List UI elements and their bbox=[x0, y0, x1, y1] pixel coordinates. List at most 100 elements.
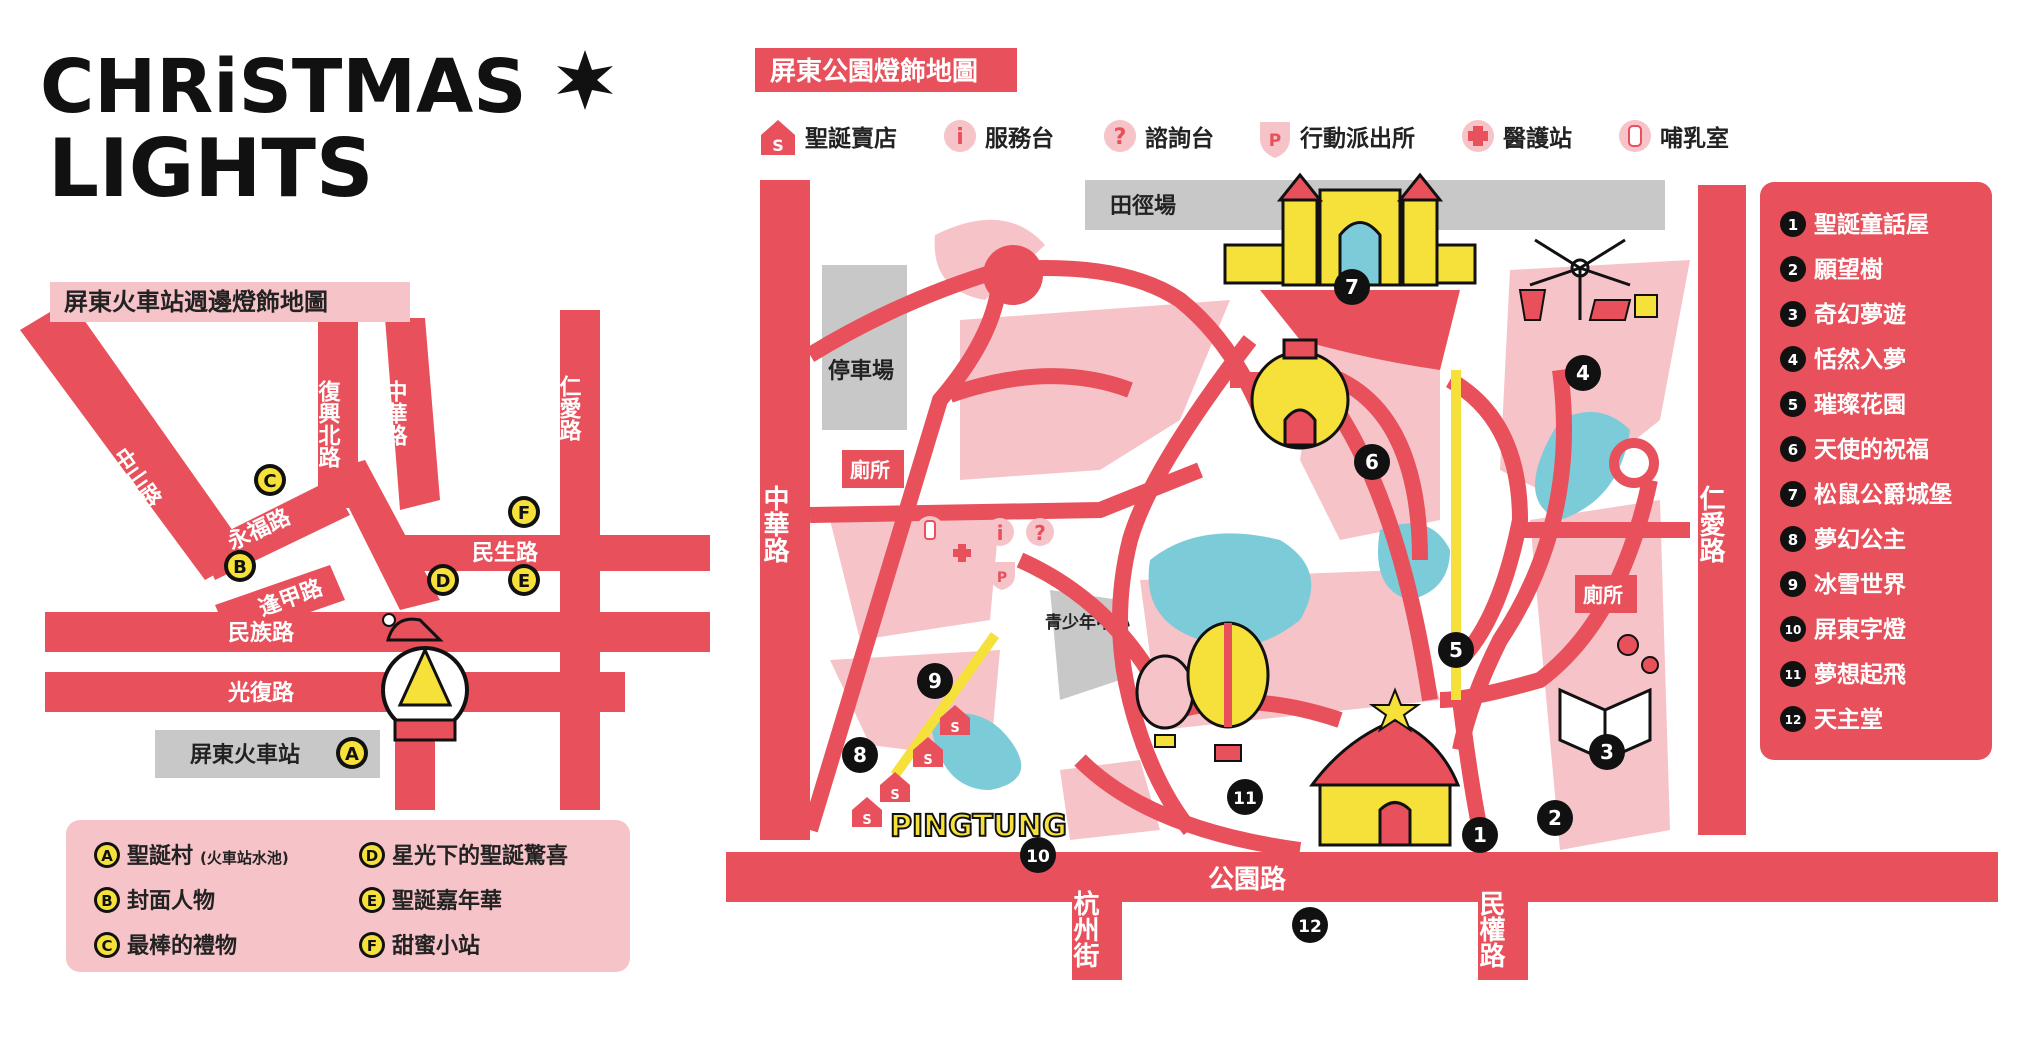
svg-text:4: 4 bbox=[1788, 351, 1798, 369]
spot-marker-9[interactable]: 9 bbox=[917, 663, 953, 699]
svg-text:S: S bbox=[923, 753, 932, 768]
question-icon: ? bbox=[1026, 518, 1054, 546]
station-markers: A B C D E F bbox=[224, 464, 540, 769]
legend-spot-6: 6 天使的祝福 bbox=[1780, 436, 1929, 463]
svg-text:A: A bbox=[101, 847, 113, 865]
marker-c[interactable]: C bbox=[254, 464, 286, 496]
park-road-renai bbox=[1698, 185, 1746, 835]
svg-text:B: B bbox=[233, 557, 247, 578]
svg-text:11: 11 bbox=[1785, 668, 1802, 682]
svg-text:D: D bbox=[436, 571, 451, 592]
svg-text:?: ? bbox=[1034, 521, 1046, 545]
svg-text:屏東字燈: 屏東字燈 bbox=[1814, 616, 1906, 643]
svg-text:7: 7 bbox=[1788, 486, 1798, 504]
svg-text:10: 10 bbox=[1785, 623, 1802, 637]
svg-text:12: 12 bbox=[1298, 917, 1322, 937]
police-icon: P bbox=[990, 562, 1015, 590]
svg-text:4: 4 bbox=[1576, 361, 1590, 385]
balloons-icon bbox=[1135, 621, 1270, 762]
road-label-minsheng: 民生路 bbox=[472, 540, 539, 566]
spot-marker-6[interactable]: 6 bbox=[1354, 444, 1390, 480]
spot-marker-4[interactable]: 4 bbox=[1565, 355, 1601, 391]
station-map-title: 屏東火車站週邊燈飾地圖 bbox=[64, 288, 328, 316]
spot-marker-7[interactable]: 7 bbox=[1334, 269, 1370, 305]
road-minsheng bbox=[380, 535, 710, 571]
svg-text:8: 8 bbox=[1788, 531, 1798, 549]
road-label-minzu: 民族路 bbox=[228, 620, 295, 646]
svg-text:11: 11 bbox=[1233, 789, 1257, 809]
svg-text:松鼠公爵城堡: 松鼠公爵城堡 bbox=[1814, 481, 1952, 508]
svg-text:璀璨花園: 璀璨花園 bbox=[1814, 392, 1906, 418]
svg-text:6: 6 bbox=[1365, 450, 1379, 474]
svg-text:1: 1 bbox=[1788, 216, 1798, 234]
marker-e[interactable]: E bbox=[508, 564, 540, 596]
spot-marker-8[interactable]: 8 bbox=[842, 737, 878, 773]
svg-text:聖誕村: 聖誕村 bbox=[127, 843, 193, 869]
legend-spot-7: 7 松鼠公爵城堡 bbox=[1780, 481, 1952, 508]
spot-marker-12[interactable]: 12 bbox=[1292, 907, 1328, 943]
medical-icon bbox=[1462, 120, 1494, 152]
station-map-title-bg bbox=[50, 282, 410, 322]
marker-d[interactable]: D bbox=[427, 564, 459, 596]
shop-icon: S bbox=[852, 797, 882, 828]
legend-item-c: C 最棒的禮物 bbox=[94, 932, 237, 959]
info-icon: i bbox=[944, 120, 976, 152]
svg-text:D: D bbox=[366, 847, 378, 865]
stadium-label: 田徑場 bbox=[1110, 193, 1176, 219]
legend-item-f: F 甜蜜小站 bbox=[359, 932, 480, 959]
svg-text:夢想起飛: 夢想起飛 bbox=[1814, 662, 1906, 688]
park-map-title: 屏東公園燈飾地圖 bbox=[770, 56, 978, 87]
svg-text:8: 8 bbox=[853, 743, 867, 767]
park-road-gongyuan bbox=[726, 852, 1998, 902]
svg-text:P: P bbox=[1269, 131, 1281, 151]
icon-legend-nursing: 哺乳室 bbox=[1660, 125, 1729, 152]
svg-text:i: i bbox=[997, 521, 1004, 545]
marker-f[interactable]: F bbox=[508, 496, 540, 528]
svg-text:12: 12 bbox=[1785, 713, 1802, 727]
svg-text:S: S bbox=[862, 813, 871, 828]
svg-text:9: 9 bbox=[1788, 576, 1798, 594]
spot-marker-2[interactable]: 2 bbox=[1537, 800, 1573, 836]
question-icon: ? bbox=[1104, 120, 1136, 152]
svg-text:5: 5 bbox=[1449, 638, 1463, 662]
park-road-hangzhou bbox=[1072, 870, 1122, 980]
svg-text:天使的祝福: 天使的祝福 bbox=[1814, 436, 1929, 463]
svg-text:(火車站水池): (火車站水池) bbox=[200, 849, 289, 867]
park-green-areas bbox=[830, 219, 1690, 850]
icon-legend-question: 諮詢台 bbox=[1145, 125, 1214, 152]
roundabout-2 bbox=[1609, 438, 1659, 488]
park-roads-internal bbox=[802, 260, 1690, 858]
park-number-markers: 1 2 3 4 5 6 7 8 9 10 11 12 bbox=[842, 269, 1625, 943]
snow-globe-icon bbox=[381, 613, 469, 742]
park-road-label-minquan: 民權路 bbox=[1475, 890, 1505, 968]
marker-b[interactable]: B bbox=[224, 550, 256, 582]
svg-text:奇幻夢遊: 奇幻夢遊 bbox=[1814, 301, 1906, 328]
marker-a[interactable]: A bbox=[336, 737, 368, 769]
spot-marker-3[interactable]: 3 bbox=[1589, 734, 1625, 770]
svg-text:P: P bbox=[997, 570, 1007, 586]
spot-marker-5[interactable]: 5 bbox=[1438, 632, 1474, 668]
svg-text:6: 6 bbox=[1788, 441, 1798, 459]
svg-text:E: E bbox=[367, 892, 377, 910]
legend-item-e: E 聖誕嘉年華 bbox=[359, 887, 502, 914]
shop-icon: S bbox=[940, 705, 970, 736]
spot-marker-10[interactable]: 10 bbox=[1020, 837, 1056, 873]
spot-marker-1[interactable]: 1 bbox=[1462, 817, 1498, 853]
svg-text:最棒的禮物: 最棒的禮物 bbox=[127, 933, 237, 959]
title-line2: LIGHTS bbox=[48, 122, 374, 215]
spot-marker-11[interactable]: 11 bbox=[1227, 779, 1263, 815]
toilet-1 bbox=[842, 450, 904, 488]
road-guangfu bbox=[45, 672, 625, 712]
park-icon-legend: S 聖誕賣店 i 服務台 ? 諮詢台 P 行動派出所 bbox=[761, 120, 1729, 158]
road-label-fuxingbei: 復興北路 bbox=[315, 379, 342, 468]
road-label-guangfu: 光復路 bbox=[227, 680, 295, 706]
shop-icon: S bbox=[913, 737, 943, 768]
road-label-renai: 仁愛路 bbox=[556, 374, 582, 441]
svg-text:B: B bbox=[101, 892, 112, 910]
legend-item-b: B 封面人物 bbox=[94, 887, 215, 914]
